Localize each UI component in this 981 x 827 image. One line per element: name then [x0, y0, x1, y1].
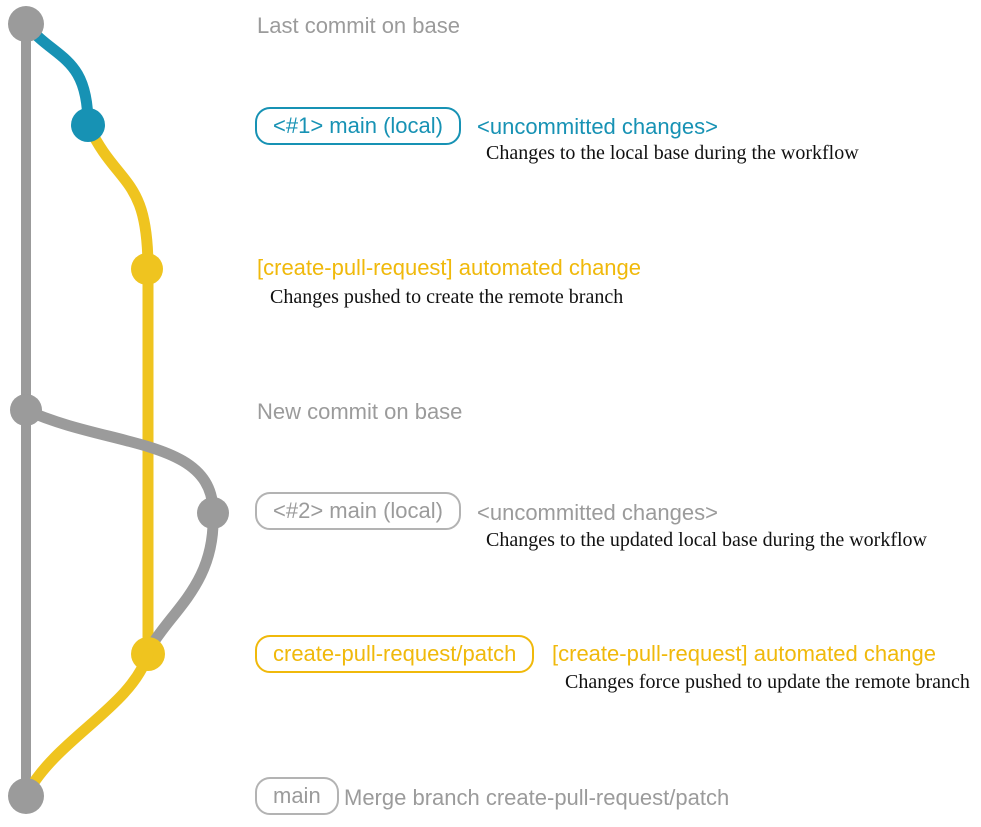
- commit-node-merge: [8, 778, 44, 814]
- merge-curve: [22, 648, 154, 798]
- branch-badge-main-local-2: <#2> main (local): [255, 492, 461, 530]
- uncommitted-branch-curve-2: [20, 404, 219, 519]
- branch-badge-main-local-1: <#1> main (local): [255, 107, 461, 145]
- commit-desc-automated-1: Changes pushed to create the remote bran…: [270, 286, 624, 308]
- branch-badge-main: main: [255, 777, 339, 815]
- commit-desc-automated-2: Changes force pushed to update the remot…: [565, 671, 970, 693]
- commit-node-automated-1: [131, 253, 163, 285]
- rebase-curve: [144, 507, 219, 654]
- commit-title-merge: Merge branch create-pull-request/patch: [344, 785, 730, 810]
- commit-title-automated-1: [create-pull-request] automated change: [257, 255, 642, 280]
- commit-desc-uncommitted-2: Changes to the updated local base during…: [486, 529, 927, 551]
- commit-node-new-base: [10, 394, 42, 426]
- branch-badge-create-pull-request-patch: create-pull-request/patch: [255, 635, 535, 673]
- remote-branch-line: [82, 119, 154, 660]
- commit-title-uncommitted-2: <uncommitted changes>: [477, 500, 718, 525]
- note-last-commit-on-base: Last commit on base: [257, 13, 460, 38]
- commit-title-automated-2: [create-pull-request] automated change: [552, 641, 937, 666]
- commit-node-main-local-2: [197, 497, 229, 529]
- commit-node-last-base: [8, 6, 44, 42]
- commit-desc-uncommitted-1: Changes to the local base during the wor…: [486, 142, 859, 164]
- note-new-commit-on-base: New commit on base: [257, 399, 463, 424]
- commit-node-main-local-1: [71, 108, 105, 142]
- commit-title-uncommitted-1: <uncommitted changes>: [477, 114, 718, 139]
